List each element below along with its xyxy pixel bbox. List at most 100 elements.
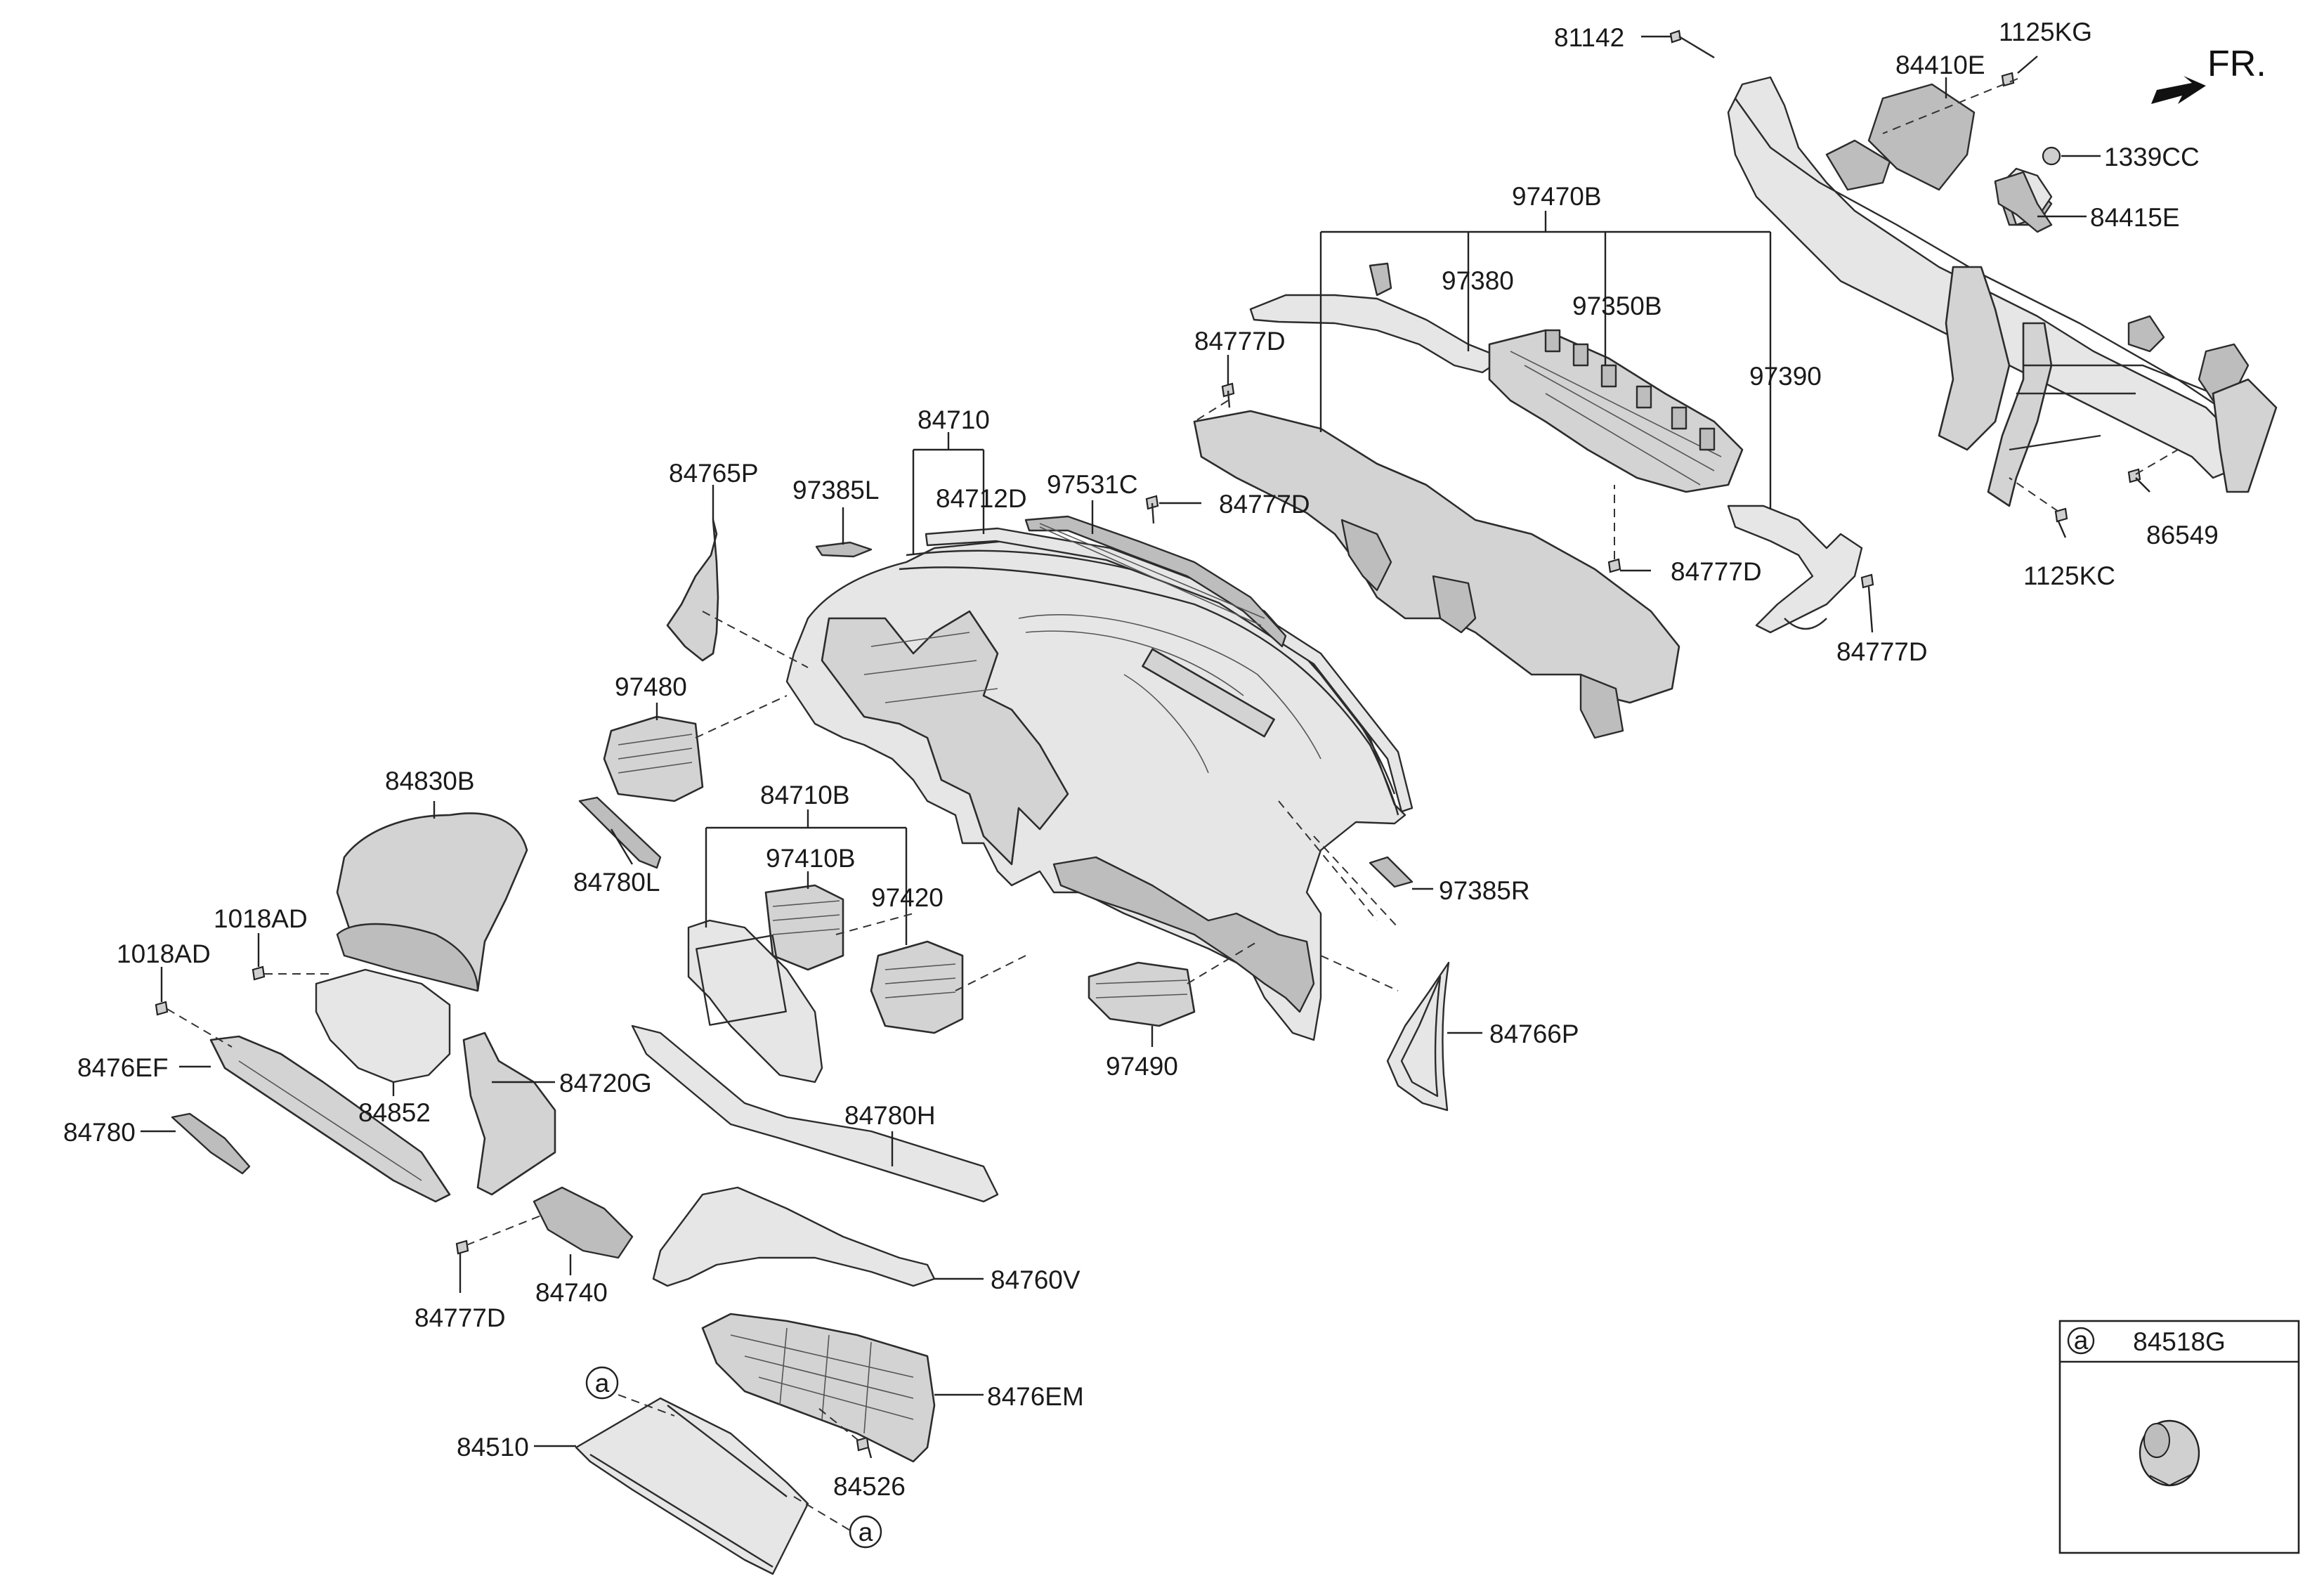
air-duct-assembly <box>1193 262 1863 739</box>
label-84410e: 84410E <box>1895 51 1985 79</box>
screw-84526-icon <box>856 1436 870 1452</box>
callout-a-circle-bottom <box>849 1515 882 1549</box>
screw-84777d-icon <box>1221 382 1235 398</box>
label-84780h: 84780H <box>844 1101 936 1130</box>
label-84765p: 84765P <box>669 459 759 488</box>
glove-box-housing-8476em <box>701 1313 936 1463</box>
crash-pad-main-body <box>785 540 1406 1041</box>
callout-a-letter-bottom: a <box>859 1518 873 1547</box>
label-84415e: 84415E <box>2090 203 2180 232</box>
detail-box-84518g: a 84518G <box>2058 1320 2300 1554</box>
lower-crash-pad-edge <box>238 1060 422 1181</box>
side-defroster-grille-left <box>815 541 873 558</box>
label-1125kc: 1125KC <box>2023 561 2115 590</box>
side-panel-84720g <box>462 1031 556 1196</box>
callout-a-letter-top: a <box>595 1369 610 1398</box>
label-1018ad-lower: 1018AD <box>117 939 211 968</box>
center-fascia-frame <box>687 919 823 1083</box>
label-97390: 97390 <box>1749 362 1822 391</box>
screw-84777d-icon <box>1860 573 1874 589</box>
detail-box-letter-circle <box>2067 1327 2095 1355</box>
screw-84777d-icon <box>1145 495 1159 510</box>
label-86549: 86549 <box>2146 521 2219 549</box>
vent-97490-louvers <box>1095 980 1188 998</box>
bolt-1125kg-icon <box>2001 72 2015 87</box>
bolt-icons <box>155 30 2141 1452</box>
side-cover-right <box>1386 961 1450 1112</box>
detail-box-part-number: 84518G <box>2133 1327 2226 1356</box>
vent-97410b-louvers <box>772 900 840 935</box>
label-97470b: 97470B <box>1512 182 1602 211</box>
label-97350b: 97350B <box>1572 292 1662 320</box>
clip-84518g-icon <box>2139 1419 2200 1487</box>
label-97531c: 97531C <box>1047 470 1138 499</box>
label-8476em: 8476EM <box>987 1382 1084 1411</box>
label-84830b: 84830B <box>385 767 475 795</box>
glove-box-84510 <box>575 1397 809 1575</box>
side-defroster-grille-right <box>1369 856 1414 888</box>
glove-box-cover-84760v <box>652 1186 936 1287</box>
label-84710: 84710 <box>918 405 990 434</box>
callout-a-circle-top <box>585 1366 619 1400</box>
bolt-1125kc-icon <box>2054 507 2068 523</box>
label-84777d-mid: 84777D <box>1219 490 1310 519</box>
detail-box-letter: a <box>2074 1326 2089 1355</box>
bracket-84740 <box>533 1186 634 1259</box>
part-labels: 81142 1125KG 84410E 1339CC 84415E 97470B… <box>63 18 2219 1501</box>
screw-84777d-icon <box>1607 558 1621 573</box>
center-fascia-opening <box>696 935 787 1026</box>
defroster-grille-slots <box>1039 523 1265 626</box>
glove-box-edge <box>589 1453 773 1568</box>
label-97380: 97380 <box>1442 266 1514 295</box>
label-84712d: 84712D <box>936 484 1027 513</box>
label-1339cc: 1339CC <box>2104 143 2200 171</box>
defroster-nozzle-grille <box>1024 515 1287 648</box>
label-81142: 81142 <box>1554 23 1624 52</box>
screw-84777d-icon <box>455 1239 469 1255</box>
side-cover-left <box>666 519 719 662</box>
cluster-fascia-lower <box>336 923 479 992</box>
label-1125kg: 1125KG <box>1999 18 2092 46</box>
garnish-84780 <box>171 1112 251 1175</box>
cowl-cross-bar-assembly <box>1727 76 2278 507</box>
vent-97480 <box>603 715 704 802</box>
glove-box-inner-edge <box>667 1405 788 1497</box>
label-97420: 97420 <box>871 883 944 912</box>
label-84777d-top: 84777D <box>1194 327 1286 356</box>
label-84780l: 84780L <box>573 868 660 897</box>
label-84852: 84852 <box>358 1098 431 1127</box>
label-84526: 84526 <box>833 1472 906 1501</box>
lower-cover-84852 <box>315 968 451 1083</box>
label-97385l: 97385L <box>792 476 879 505</box>
label-84740: 84740 <box>535 1278 608 1307</box>
vent-97420-louvers <box>884 963 956 998</box>
label-84777d-bottom: 84777D <box>414 1303 506 1332</box>
garnish-84780l <box>578 796 662 869</box>
label-1018ad-upper: 1018AD <box>214 904 308 933</box>
label-84777d-duct: 84777D <box>1671 557 1762 586</box>
label-84777d-right: 84777D <box>1836 637 1928 666</box>
label-97385r: 97385R <box>1439 876 1530 905</box>
vent-97410b <box>764 884 844 971</box>
vent-97490 <box>1088 961 1196 1027</box>
bolt-1018ad-icon <box>252 965 266 981</box>
vent-97480-louvers <box>618 734 693 774</box>
glove-box-ribs <box>730 1327 914 1434</box>
label-97480: 97480 <box>615 672 687 701</box>
nut-1339cc-icon <box>2042 146 2061 166</box>
label-8476ef: 8476EF <box>77 1053 169 1082</box>
leader-lines <box>141 35 2179 1531</box>
label-84510: 84510 <box>457 1433 529 1462</box>
label-97490: 97490 <box>1106 1052 1178 1081</box>
front-direction-arrow-icon <box>2151 76 2206 104</box>
cluster-fascia-84830b <box>336 812 528 992</box>
front-direction-label: FR. <box>2207 44 2266 84</box>
label-84780: 84780 <box>63 1118 136 1147</box>
label-84720g: 84720G <box>559 1069 652 1098</box>
vent-97420 <box>870 940 964 1034</box>
label-84766p: 84766P <box>1489 1020 1579 1048</box>
label-84760v: 84760V <box>991 1265 1081 1294</box>
label-84710b: 84710B <box>760 781 850 809</box>
side-cover-right-inner <box>1400 975 1442 1098</box>
